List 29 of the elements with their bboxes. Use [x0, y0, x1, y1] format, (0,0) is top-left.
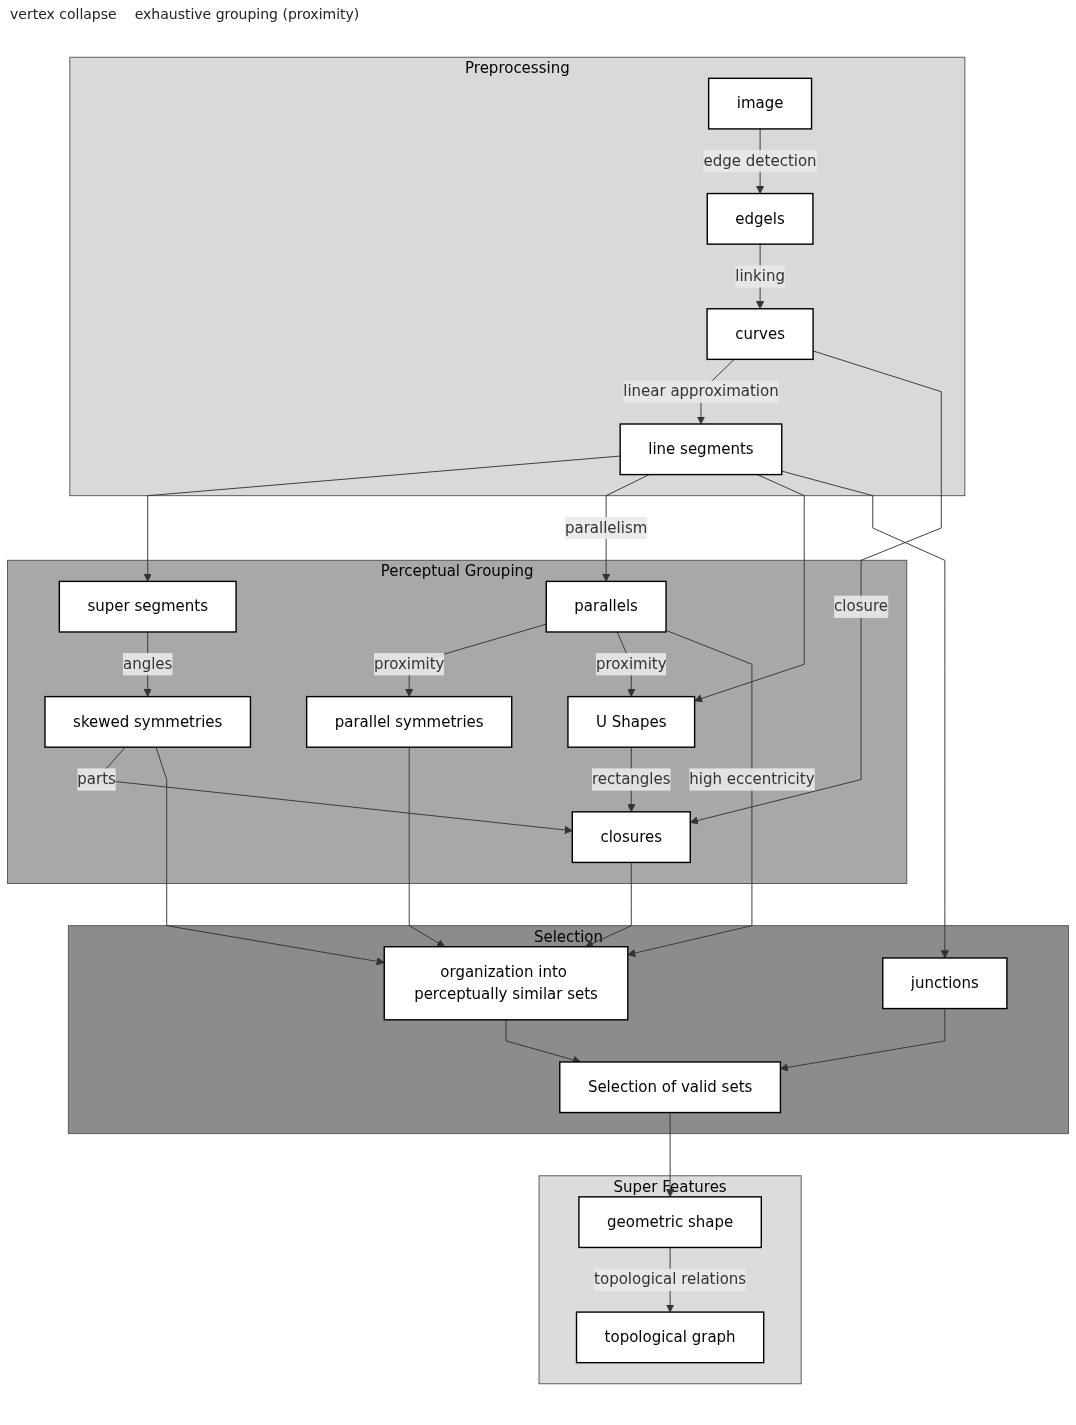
- node-box: image: [707, 77, 813, 130]
- node-box: junctions: [882, 957, 1008, 1010]
- edge-label: angles: [123, 654, 173, 673]
- node-box: parallels: [545, 580, 667, 633]
- edge-label: parts: [77, 770, 116, 788]
- node-box: parallel symmetries: [305, 695, 513, 748]
- edge-label: topological relations: [594, 1270, 747, 1289]
- node-box: topological graph: [575, 1311, 765, 1364]
- edge-label: edge detection: [703, 151, 817, 170]
- node-box: closures: [571, 811, 691, 864]
- edge-label: parallelism: [564, 518, 648, 537]
- note-text: vertex collapse: [10, 6, 117, 22]
- edge-label: linking: [735, 267, 785, 285]
- node-box: Selection of valid sets: [559, 1061, 782, 1114]
- node-box: line segments: [619, 423, 783, 476]
- node-box: geometric shape: [578, 1196, 762, 1249]
- node-box: edgels: [706, 192, 814, 245]
- edge-label: closure: [834, 597, 889, 616]
- edge-label: rectangles: [591, 770, 671, 788]
- note-text: exhaustive grouping (proximity): [134, 6, 360, 22]
- edge-label: proximity: [373, 654, 445, 673]
- node-box: U Shapes: [567, 695, 696, 748]
- node-box: organization into perceptually similar sets: [383, 946, 629, 1021]
- edge-label: high eccentricity: [689, 770, 815, 788]
- node-box: skewed symmetries: [44, 695, 252, 748]
- edge-label: linear approximation: [623, 382, 779, 401]
- edge-label: proximity: [595, 654, 667, 673]
- node-box: super segments: [58, 580, 237, 633]
- node-box: curves: [706, 308, 814, 361]
